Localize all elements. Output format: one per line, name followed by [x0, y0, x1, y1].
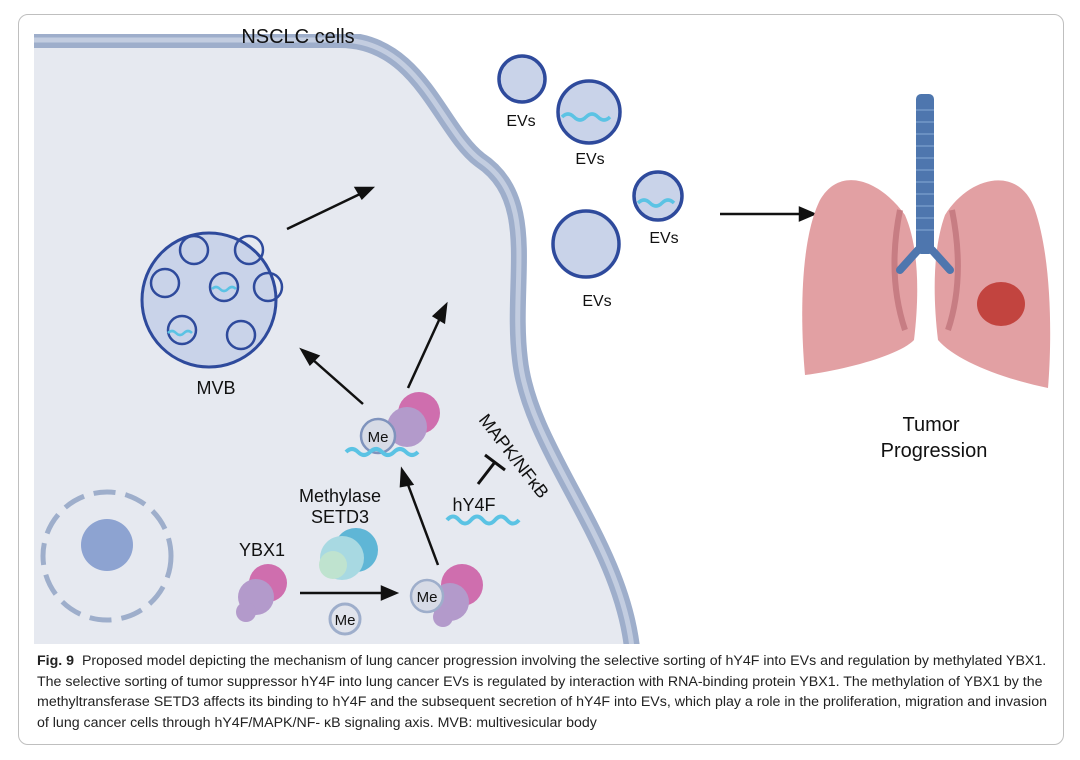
- arrowhead: [380, 585, 400, 601]
- figure-frame: [18, 14, 1064, 745]
- lungs-illustration: [802, 94, 1051, 388]
- arrowhead: [399, 466, 415, 488]
- figure-label: Fig. 9: [37, 653, 75, 669]
- methylated-ybx1: Me: [409, 564, 483, 627]
- ev-label: EVs: [506, 113, 535, 130]
- ev-3: EVs: [632, 170, 684, 247]
- arrow-mvb-to-membrane: [286, 192, 361, 231]
- progression-label: Progression: [881, 440, 988, 462]
- tumor: [977, 282, 1025, 326]
- lung-left: [802, 180, 918, 375]
- mvb: [140, 231, 284, 369]
- cell-membrane-highlight: [34, 37, 634, 644]
- nucleolus: [81, 519, 133, 571]
- ev-label: EVs: [649, 230, 678, 247]
- arrowhead: [353, 186, 376, 201]
- setd3-protein: [319, 528, 378, 580]
- inhibition-arrow: [476, 453, 506, 485]
- me-bound-label: Me: [417, 589, 438, 606]
- bronchi: [896, 246, 954, 274]
- arrow-complex-to-mvb: [311, 358, 364, 405]
- nsclc-cell: [34, 34, 640, 644]
- me-free-label: Me: [335, 612, 356, 629]
- cell-cytoplasm: [34, 40, 632, 644]
- me-circle: [359, 417, 397, 455]
- methylase-label: Methylase: [299, 486, 381, 506]
- ev-2: EVs: [556, 79, 622, 168]
- me-label: Me: [368, 429, 389, 446]
- arrow-evs-to-lungs: [720, 206, 818, 222]
- hy4f-label: hY4F: [452, 495, 495, 515]
- arrow-complex-to-membrane: [406, 317, 442, 389]
- ev-1: EVs: [497, 54, 547, 130]
- mvb-label: MVB: [196, 378, 235, 398]
- caption-text: Proposed model depicting the mechanism o…: [37, 653, 1047, 731]
- nucleus: [40, 489, 174, 623]
- ybx1-label: YBX1: [239, 540, 285, 560]
- figure-caption: Fig. 9 Proposed model depicting the mech…: [37, 651, 1047, 733]
- trachea-rings: [916, 109, 934, 231]
- ev-label: EVs: [582, 293, 611, 310]
- hy4f-rna-wave: [445, 514, 521, 526]
- flow-arrows: [286, 186, 448, 601]
- nscLC-title: NSCLC cells: [241, 26, 354, 48]
- ybx1-protein: [236, 564, 287, 622]
- mechanism-diagram: MVB Me hY4F MAPK/NFκB Methylase SETD3: [34, 26, 1051, 644]
- ybx1-hy4f-complex: Me: [344, 392, 440, 457]
- ev-4: EVs: [551, 209, 621, 310]
- me-group: Me: [328, 602, 362, 636]
- tumor-label: Tumor: [902, 414, 959, 436]
- arrow-methylated-to-complex: [405, 481, 440, 566]
- ev-label: EVs: [575, 151, 604, 168]
- arrowhead: [431, 301, 448, 325]
- rna-wave: [344, 447, 420, 457]
- arrowhead: [299, 347, 321, 367]
- setd3-label: SETD3: [311, 507, 369, 527]
